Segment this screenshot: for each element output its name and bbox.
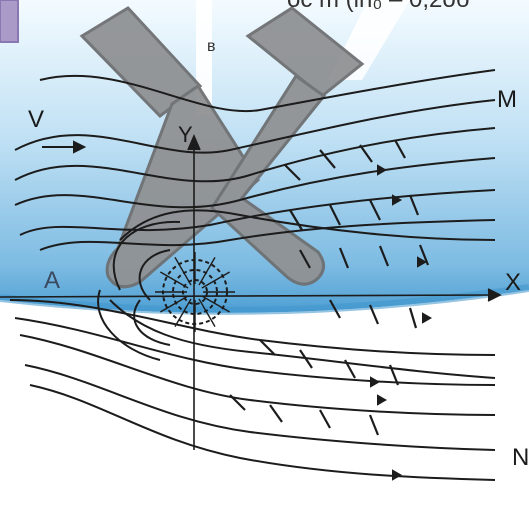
flow-arrowhead-4 — [422, 312, 433, 324]
streamline-lower-5 — [29, 384, 496, 481]
cross-tick-6 — [329, 204, 341, 226]
x-axis-arrow — [487, 288, 502, 302]
cross-tick-17 — [299, 349, 313, 369]
cross-tick-9 — [299, 249, 311, 269]
streamline-upper-1 — [39, 69, 496, 113]
flow-arrowhead-6 — [377, 394, 388, 406]
label-m: M — [497, 86, 517, 113]
flow-arrowhead-5 — [370, 376, 381, 388]
cross-tick-19 — [388, 364, 400, 386]
vortex-radial-330 — [201, 271, 230, 289]
cross-tick-3 — [359, 144, 373, 163]
cross-tick-22 — [319, 409, 331, 429]
cross-tick-1 — [284, 164, 301, 181]
cross-tick-16 — [259, 339, 276, 356]
flow-arrowhead-1 — [377, 164, 388, 176]
cross-tick-10 — [338, 247, 350, 269]
x-axis — [0, 294, 496, 298]
label-a: A — [44, 267, 61, 294]
flow-arrowhead-7 — [392, 469, 403, 481]
streamline-lower-3 — [19, 334, 496, 416]
streamline-lower-1 — [9, 299, 496, 356]
corner-tab — [0, 0, 19, 43]
band-white-lower — [0, 290, 529, 511]
cross-tick-14 — [368, 304, 380, 325]
inner-streamline-1 — [112, 220, 181, 291]
streamline-lower-6 — [109, 299, 496, 379]
streamline-upper-7 — [119, 209, 496, 241]
cross-tick-8 — [408, 194, 420, 216]
vortex-radial-30 — [201, 295, 230, 313]
vortex-radial-300 — [198, 257, 216, 286]
streamline-upper-4 — [14, 157, 496, 209]
cross-tick-11 — [378, 245, 390, 267]
vortex-radial-150 — [160, 295, 189, 313]
velocity-arrow-head — [73, 140, 87, 154]
flow-arrowhead-3 — [417, 256, 428, 268]
label-b: в — [207, 38, 216, 55]
label-x: X — [505, 269, 522, 296]
inner-streamline-4 — [133, 299, 171, 346]
inner-streamline-3 — [97, 289, 161, 361]
streamline-lower-2 — [14, 317, 496, 386]
vortex-radial-240 — [174, 257, 192, 286]
cross-tick-18 — [344, 359, 356, 379]
vortex-radial-120 — [174, 298, 192, 327]
vortex-radial-60 — [198, 298, 216, 327]
cross-tick-5 — [289, 209, 303, 231]
vortex-radial-210 — [160, 271, 189, 289]
label-v: V — [28, 106, 45, 133]
cross-tick-15 — [408, 307, 418, 329]
cross-tick-23 — [368, 414, 380, 436]
flow-arrowhead-2 — [392, 194, 403, 206]
label-y: Y — [178, 122, 193, 147]
cross-tick-12 — [418, 244, 430, 266]
cross-tick-2 — [319, 149, 336, 169]
streamline-lower-4 — [24, 364, 496, 451]
clipped-header-text: ос m (ln₀ – 0,2об — [287, 0, 469, 14]
streamlines — [0, 69, 502, 481]
label-n: N — [512, 444, 529, 471]
cross-tick-13 — [329, 299, 341, 319]
streamline-upper-2 — [14, 99, 496, 154]
streamline-upper-6 — [39, 219, 496, 251]
cross-tick-20 — [229, 394, 246, 411]
streamline-upper-3 — [14, 127, 496, 183]
cross-tick-7 — [369, 199, 381, 221]
cross-tick-21 — [269, 404, 283, 423]
y-axis-arrow — [187, 133, 201, 151]
inner-streamline-2 — [138, 249, 171, 301]
cross-tick-4 — [394, 139, 406, 159]
